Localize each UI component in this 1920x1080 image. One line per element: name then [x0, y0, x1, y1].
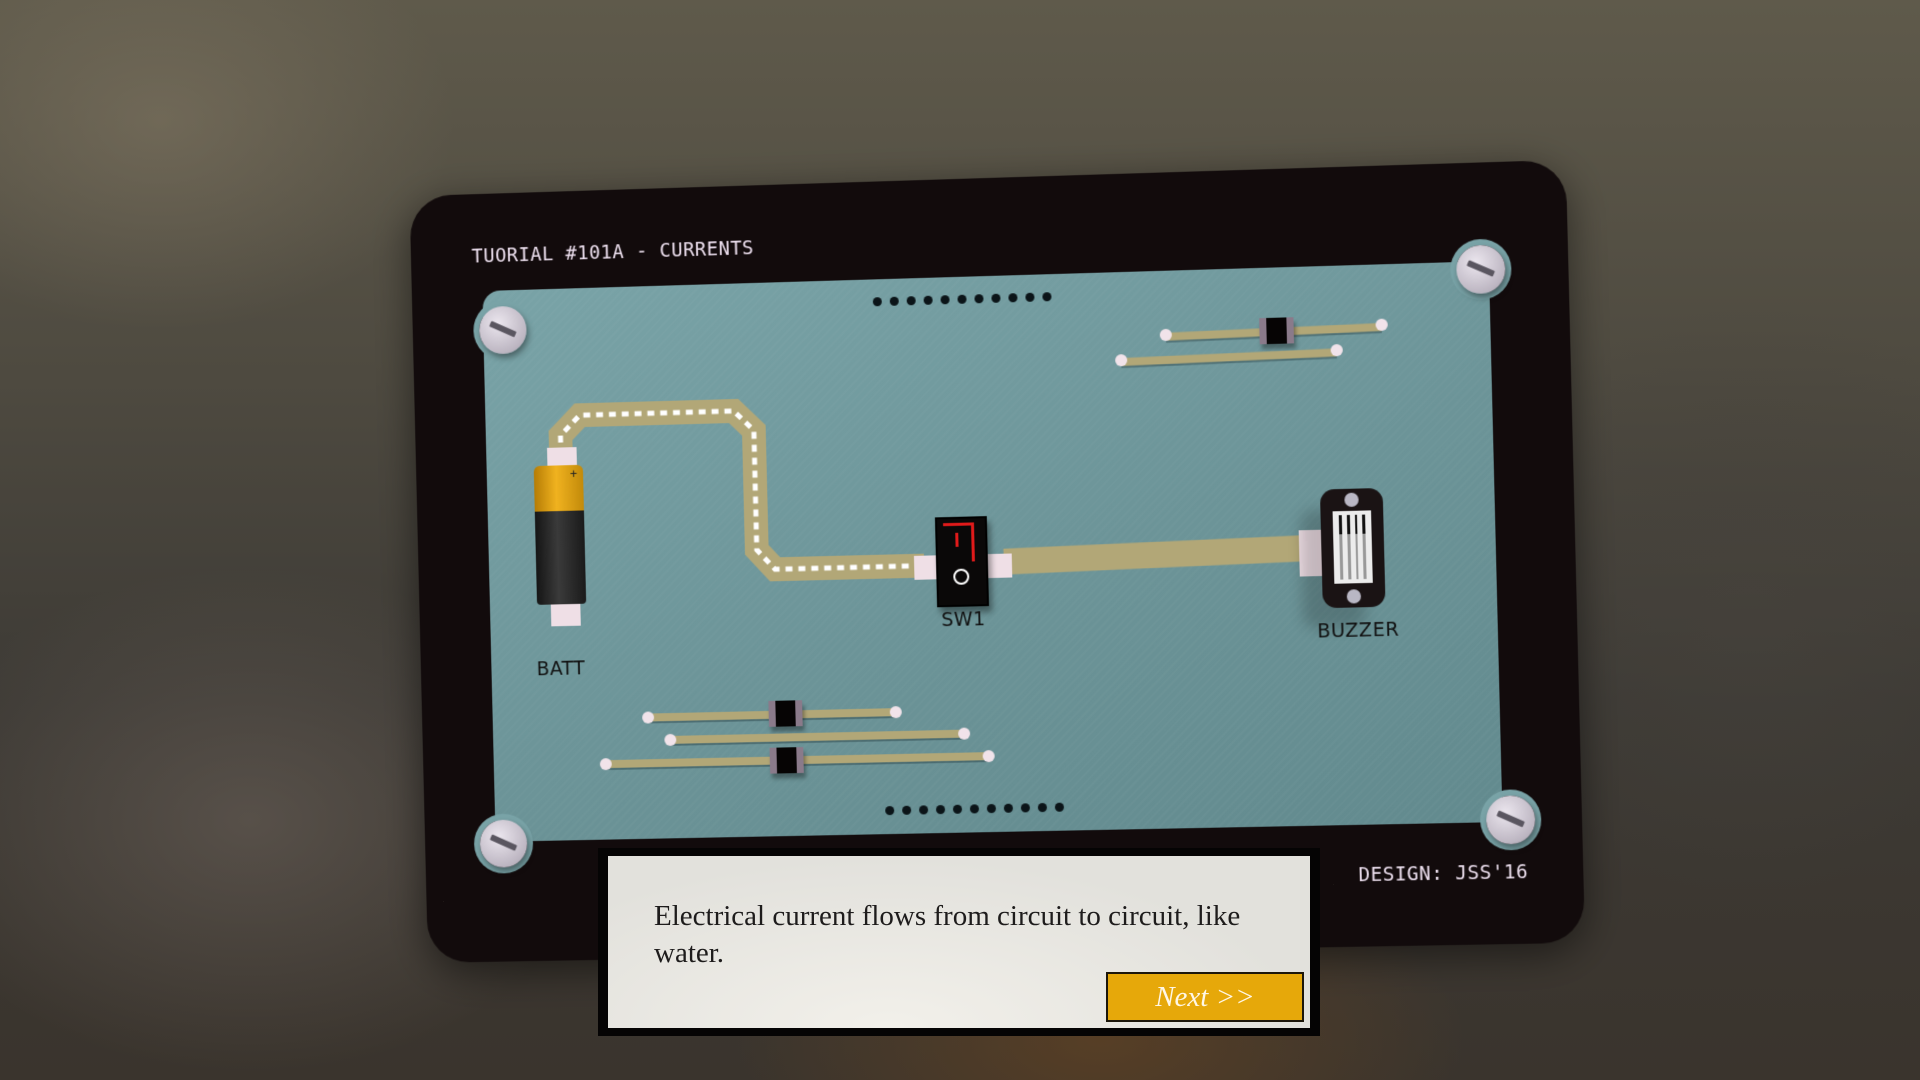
switch-off-circle-icon — [953, 569, 969, 585]
tutorial-dialog: Electrical current flows from circuit to… — [598, 848, 1320, 1036]
tutorial-message: Electrical current flows from circuit to… — [654, 898, 1254, 972]
battery[interactable]: + — [533, 447, 589, 647]
battery-plus-icon: + — [570, 467, 577, 481]
circuit-frame: TUORIAL #101A - CURRENTS — [409, 160, 1585, 963]
switch-sw1-body[interactable] — [935, 516, 989, 607]
buzzer-grille-icon — [1333, 510, 1373, 583]
tutorial-title: TUORIAL #101A - CURRENTS — [471, 237, 754, 267]
buzzer-screw-bottom-icon — [1347, 589, 1362, 603]
battery-label: BATT — [536, 657, 585, 680]
switch-label: SW1 — [941, 608, 986, 631]
circuit-board: + BATT SW1 BUZZER — [482, 261, 1502, 842]
screw-icon — [479, 819, 527, 867]
tutorial-dialog-panel: Electrical current flows from circuit to… — [608, 856, 1310, 1028]
next-button[interactable]: Next >> — [1106, 972, 1304, 1022]
buzzer-label: BUZZER — [1317, 619, 1399, 643]
buzzer[interactable] — [1320, 488, 1386, 608]
switch-on-indicator-icon — [943, 522, 975, 562]
switch-on-mark — [955, 533, 958, 547]
buzzer-screw-top-icon — [1344, 493, 1359, 507]
screw-icon — [1486, 795, 1536, 844]
screw-icon — [1456, 244, 1506, 294]
design-credit: DESIGN: JSS'16 — [1358, 861, 1528, 886]
